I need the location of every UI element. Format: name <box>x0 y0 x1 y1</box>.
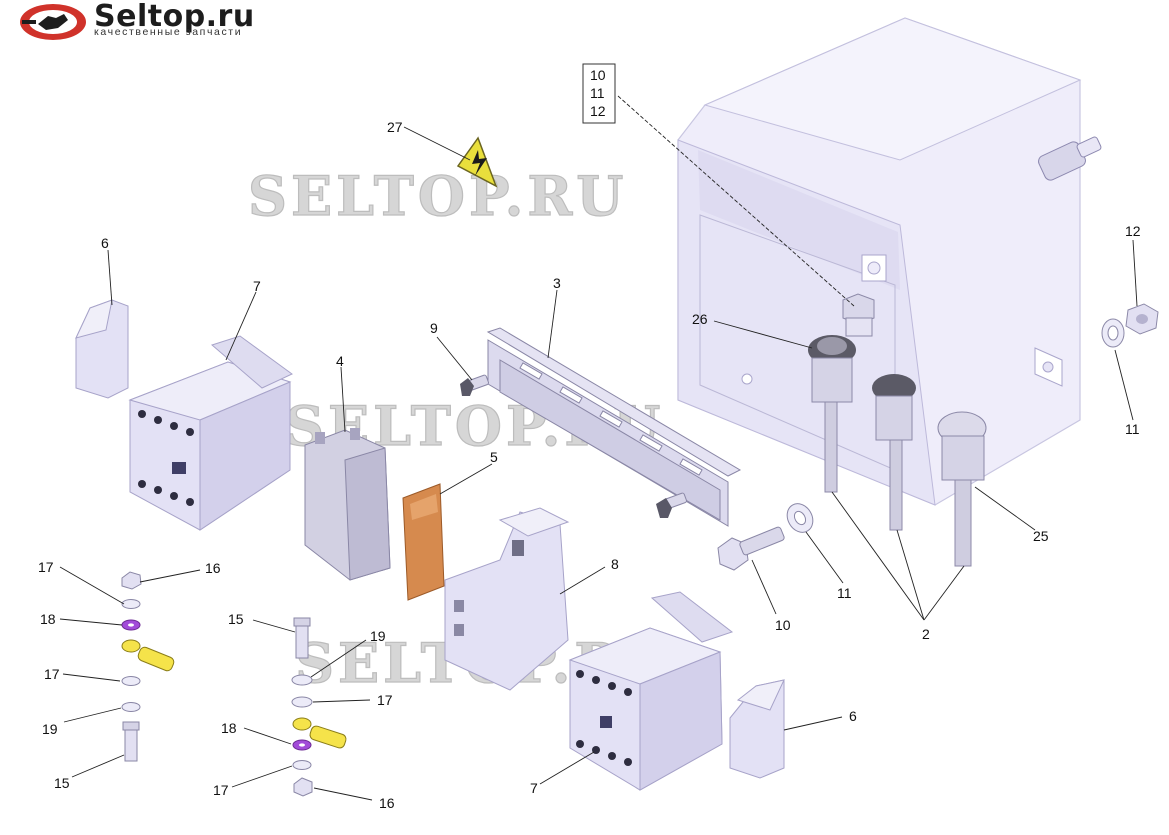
callout-17-left-a: 17 <box>38 559 54 575</box>
callout-15-left: 15 <box>54 775 70 791</box>
terminal-blocks-4 <box>304 428 391 581</box>
callout-box-10-11-12 <box>582 63 616 124</box>
screw-9 <box>460 374 489 396</box>
callout-10: 10 <box>775 617 791 633</box>
hardware-stack-center <box>291 617 347 797</box>
callout-16-left: 16 <box>205 560 221 576</box>
callout-4: 4 <box>336 353 344 369</box>
callout-7-bottom: 7 <box>530 780 538 796</box>
din-module-8 <box>444 507 570 691</box>
callout-25: 25 <box>1033 528 1049 544</box>
callout-6-top: 6 <box>101 235 109 251</box>
callout-17-center-b: 17 <box>213 782 229 798</box>
leader-lines <box>59 95 1138 801</box>
breather-plug <box>842 293 875 337</box>
contactor-7-top <box>128 335 293 531</box>
contactor-7-bottom <box>568 591 734 791</box>
callout-27: 27 <box>387 119 403 135</box>
callout-18-center: 18 <box>221 720 237 736</box>
callout-6-bottom: 6 <box>849 708 857 724</box>
callout-17-center-a: 17 <box>377 692 393 708</box>
bolt-10 <box>717 526 785 571</box>
callout-15-center: 15 <box>228 611 244 627</box>
cable-gland-middle <box>872 374 916 531</box>
nut-12-right <box>1125 303 1159 335</box>
callout-12-right: 12 <box>1125 223 1141 239</box>
logo-title: Seltop.ru <box>94 0 255 34</box>
callout-8: 8 <box>611 556 619 572</box>
callout-box-line-3: 12 <box>590 103 606 119</box>
logo-subtitle: качественные запчасти <box>94 26 243 38</box>
enclosure-box <box>677 17 1082 506</box>
warning-sticker-27 <box>456 136 498 188</box>
washer-11-right <box>1101 318 1125 348</box>
contactor-cover-6-bottom <box>729 679 785 779</box>
callout-17-left-b: 17 <box>44 666 60 682</box>
callout-19-center: 19 <box>370 628 386 644</box>
seltop-logo[interactable]: Seltop.ru качественные запчасти <box>18 0 308 40</box>
callout-3: 3 <box>553 275 561 291</box>
callout-18-left: 18 <box>40 611 56 627</box>
enclosure-side-bolt <box>1038 136 1102 181</box>
callout-2: 2 <box>922 626 930 642</box>
cable-gland-25 <box>937 411 987 567</box>
hardware-stack-left <box>121 571 175 762</box>
callout-26: 26 <box>692 311 708 327</box>
callout-19-left: 19 <box>42 721 58 737</box>
callout-box-line-2: 11 <box>590 85 605 101</box>
watermark-top: SELTOP.RU <box>248 164 627 228</box>
callout-5: 5 <box>490 449 498 465</box>
callout-11-middle: 11 <box>837 585 852 601</box>
contactor-cover-6-top <box>75 299 129 399</box>
callout-7-top: 7 <box>253 278 261 294</box>
callout-box-line-1: 10 <box>590 67 606 83</box>
screw-9-lower <box>656 492 687 518</box>
din-rail-3 <box>486 327 742 527</box>
washer-11-middle <box>786 503 814 533</box>
callout-11-right: 11 <box>1125 421 1140 437</box>
logo-emblem-icon <box>20 4 86 40</box>
callout-9: 9 <box>430 320 438 336</box>
end-plate-5 <box>402 483 445 601</box>
cable-gland-26 <box>808 335 856 493</box>
callout-16-center: 16 <box>379 795 395 811</box>
